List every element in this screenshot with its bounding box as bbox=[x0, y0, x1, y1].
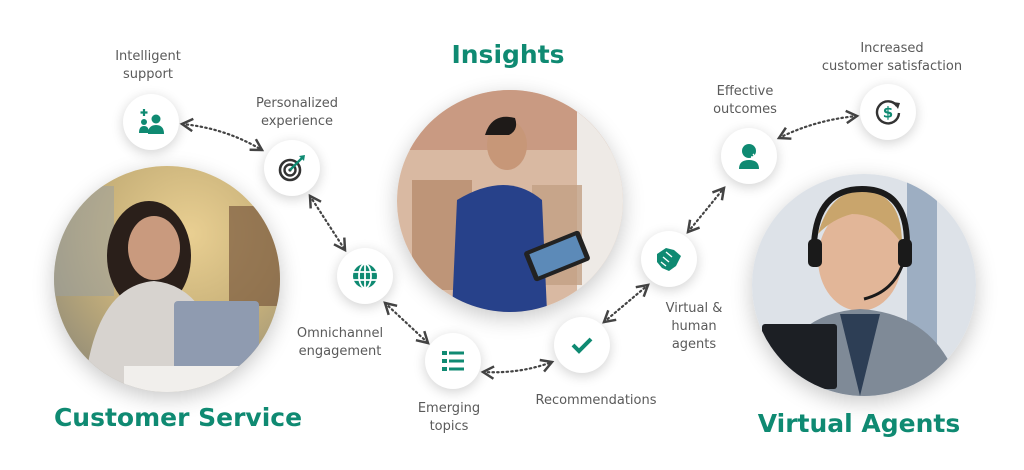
insights-photo bbox=[397, 90, 623, 312]
link-personalized-globe bbox=[308, 193, 347, 253]
link-recommendations-handshake bbox=[602, 283, 650, 324]
title-insights: Insights bbox=[451, 40, 565, 69]
label-emerging-topics: Emerging topics bbox=[417, 401, 481, 434]
link-support-personalized bbox=[179, 117, 265, 152]
label-personalized-experience: Personalized experience bbox=[256, 96, 338, 129]
node-recommendations bbox=[554, 317, 610, 373]
node-virtual-human-agents bbox=[641, 231, 697, 287]
customer-service-photo bbox=[54, 166, 280, 392]
node-intelligent-support bbox=[123, 94, 179, 150]
label-intelligent-support: Intelligent support bbox=[115, 49, 181, 82]
handshake-icon bbox=[657, 248, 681, 271]
list-icon bbox=[442, 351, 464, 371]
label-effective-outcomes: Effective outcomes bbox=[713, 84, 777, 117]
man-tablet-image bbox=[397, 90, 623, 312]
link-globe-topics bbox=[383, 301, 430, 345]
label-recommendations: Recommendations bbox=[535, 393, 657, 408]
link-handshake-outcomes bbox=[686, 186, 726, 234]
checkmark-icon bbox=[571, 337, 593, 354]
node-omnichannel-engagement bbox=[337, 248, 393, 304]
link-topics-recommendations bbox=[480, 358, 555, 380]
svg-text:$: $ bbox=[883, 104, 893, 122]
woman-laptop-image bbox=[54, 166, 280, 392]
virtual-agents-photo bbox=[752, 174, 976, 396]
globe-icon bbox=[353, 263, 377, 289]
node-personalized-experience bbox=[264, 140, 320, 196]
headset-person-icon bbox=[739, 144, 759, 169]
dollar-refresh-icon: $ bbox=[875, 100, 901, 125]
title-virtual-agents: Virtual Agents bbox=[757, 409, 961, 438]
label-increased-customer-satisfaction: Increased customer satisfaction bbox=[821, 41, 963, 74]
man-headset-image bbox=[752, 174, 976, 396]
target-icon bbox=[278, 155, 305, 182]
add-people-icon bbox=[139, 109, 164, 134]
node-emerging-topics bbox=[425, 333, 481, 389]
label-omnichannel-engagement: Omnichannel engagement bbox=[296, 326, 384, 359]
title-customer-service: Customer Service bbox=[53, 403, 303, 432]
node-increased-customer-satisfaction: $ bbox=[860, 84, 916, 140]
label-virtual-human-agents: Virtual & human agents bbox=[665, 301, 723, 352]
node-effective-outcomes bbox=[721, 128, 777, 184]
link-outcomes-satisfaction bbox=[776, 109, 860, 140]
